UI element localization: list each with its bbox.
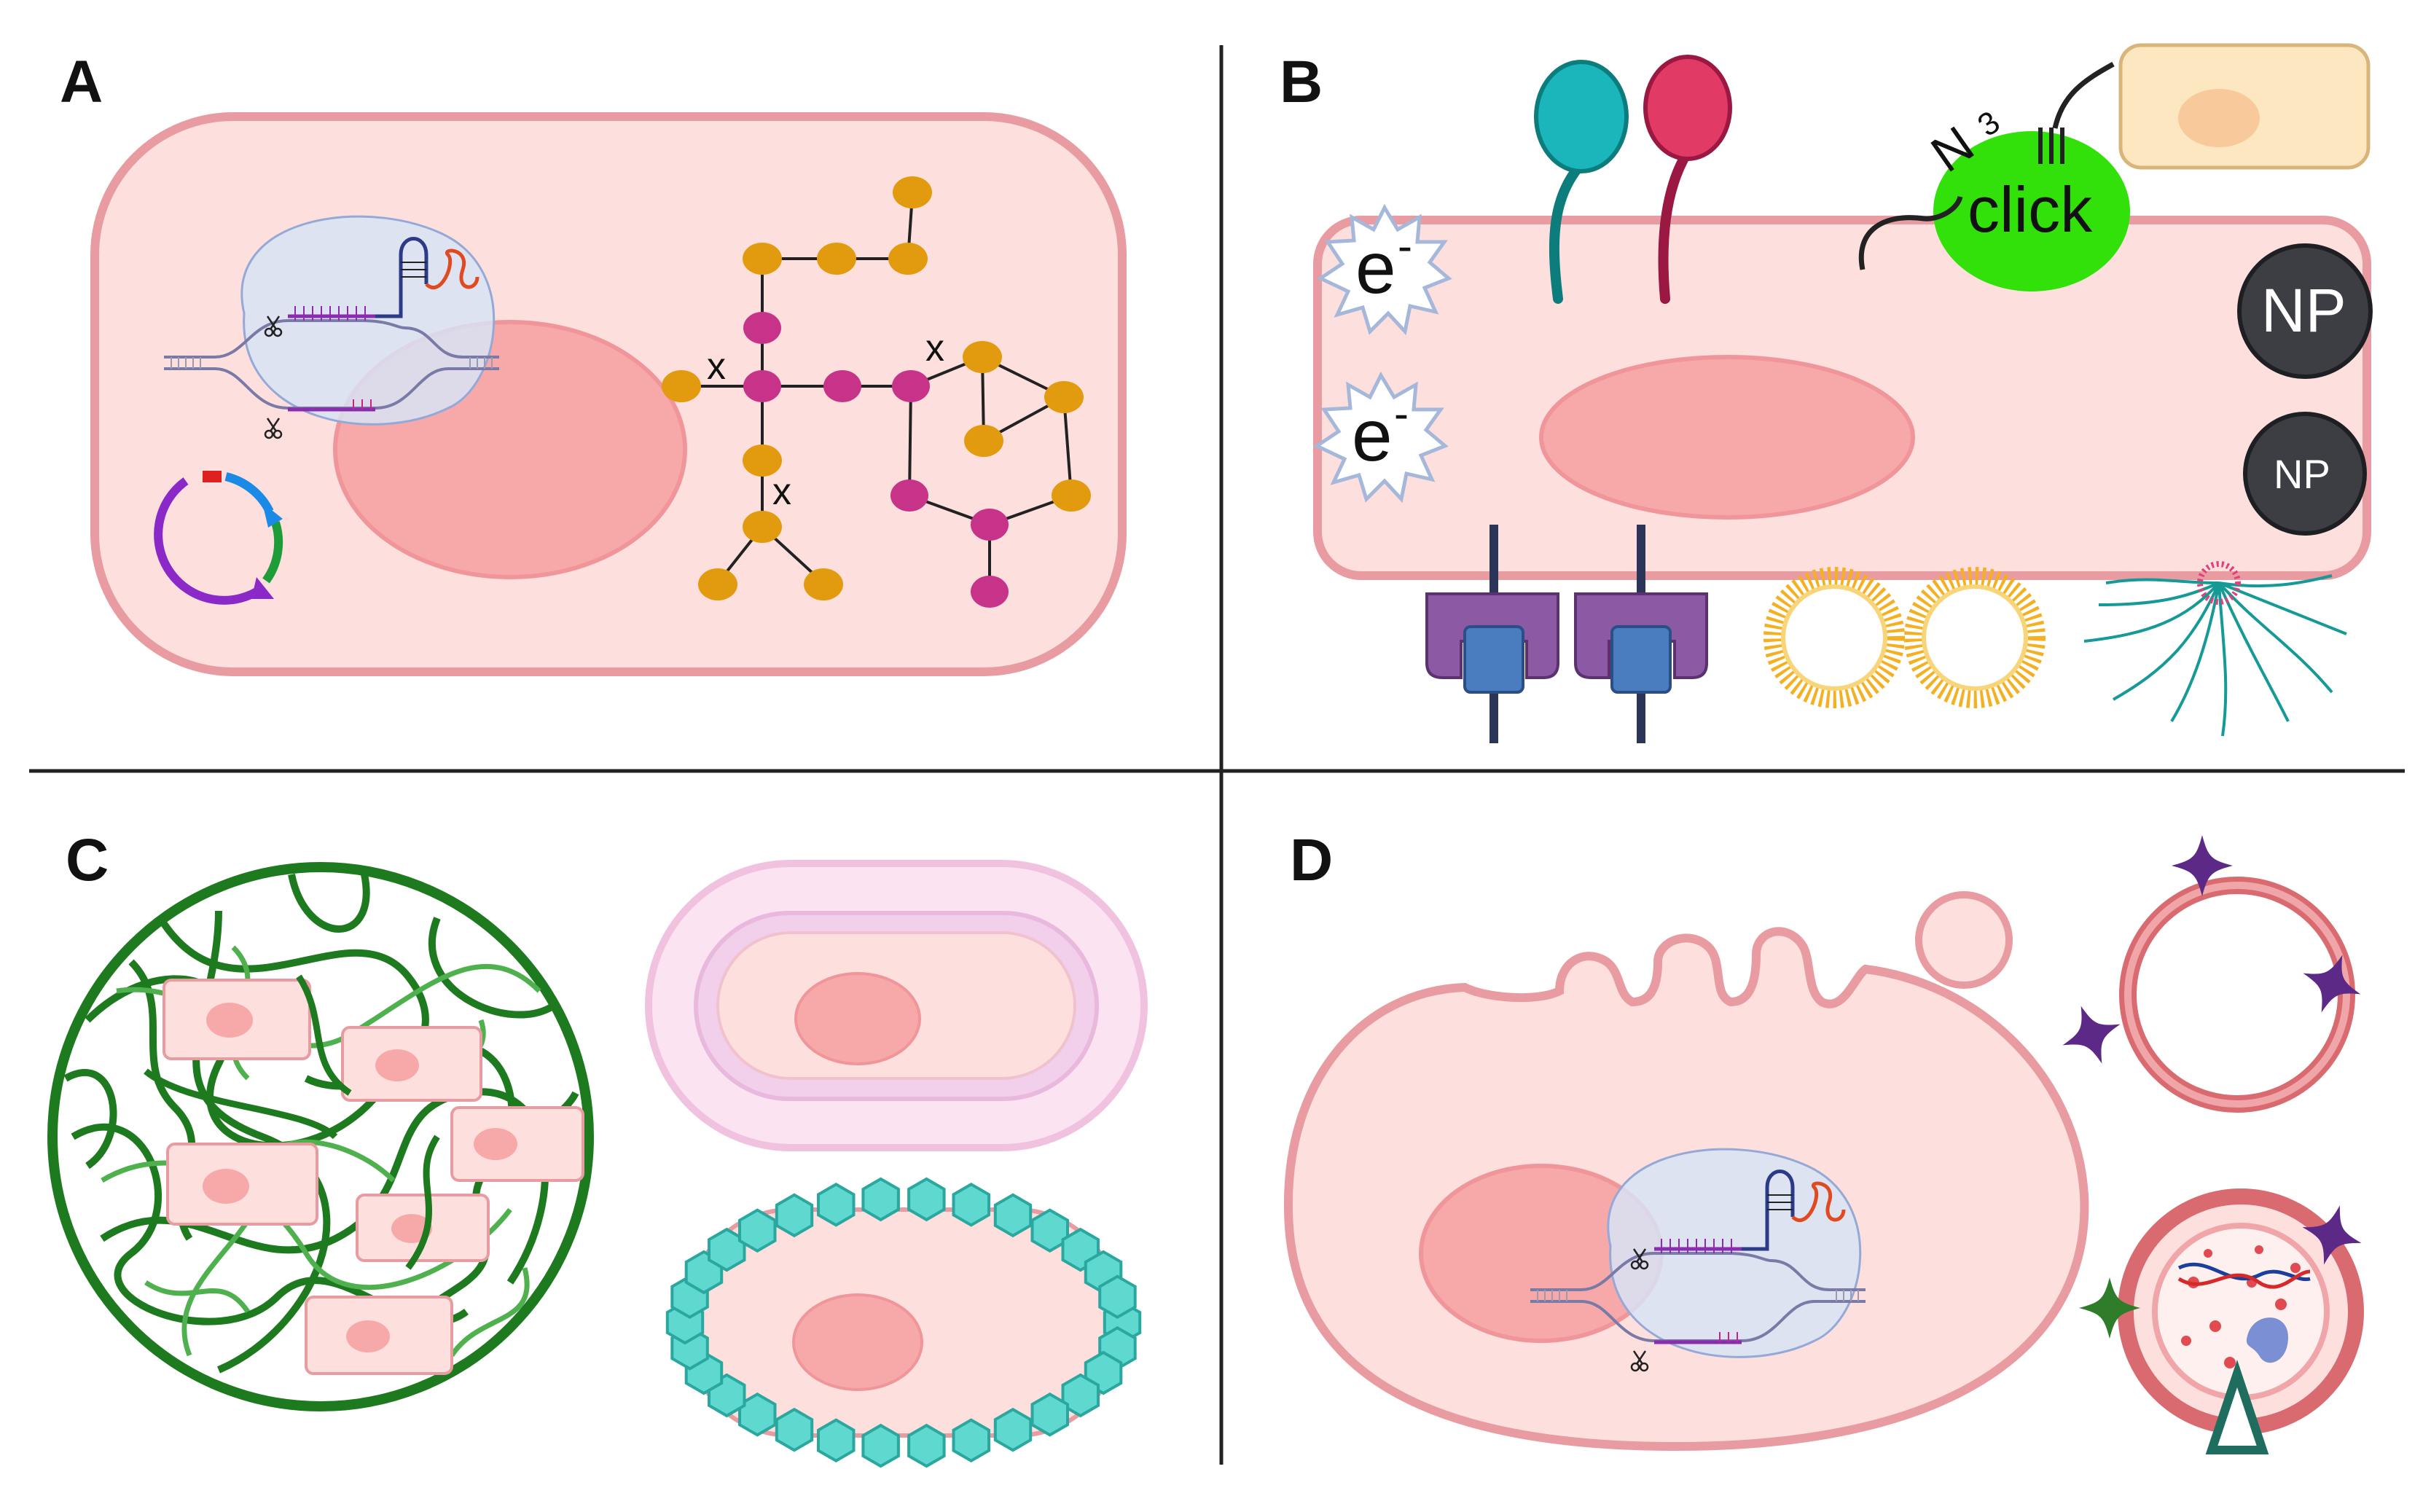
receptor-teal xyxy=(1534,60,1629,304)
electron-label-1: e xyxy=(1355,227,1396,309)
np-small-label: NP xyxy=(2274,451,2330,497)
polymer-label-x1: x xyxy=(707,345,726,388)
electron-sup-2: - xyxy=(1394,389,1409,438)
polymer-structure: x x x xyxy=(662,176,1091,608)
teal-coat-unit xyxy=(1061,1373,1100,1418)
target-cell-nucleus xyxy=(2178,89,2260,147)
click-blob xyxy=(1933,131,2130,291)
nanoparticle-icon xyxy=(2237,243,2373,379)
panel-label-d: D xyxy=(1290,827,1333,893)
teal-coat-unit xyxy=(775,1193,814,1238)
polymer-label-x3: x xyxy=(772,471,791,513)
teal-coat-unit xyxy=(907,1423,946,1468)
nucleus-b xyxy=(1539,355,1915,520)
electron-label-2: e xyxy=(1352,395,1393,477)
panel-label-b: B xyxy=(1280,49,1323,115)
nanoparticle-icon-small xyxy=(2243,412,2367,536)
np-large-label: NP xyxy=(2261,276,2346,345)
plasmid-icon xyxy=(154,471,283,605)
teal-coat-unit xyxy=(952,1182,990,1227)
teal-coat-unit xyxy=(993,1407,1033,1452)
teal-coat-unit xyxy=(993,1193,1033,1238)
receptor-red xyxy=(1643,55,1732,304)
teal-coat-unit xyxy=(1098,1274,1137,1320)
teal-coat-unit xyxy=(861,1423,900,1468)
coated-cell xyxy=(665,1177,1142,1468)
polymer-label-x2: x xyxy=(925,327,944,369)
teal-coat-unit xyxy=(1030,1208,1069,1253)
ion-channel-icon-2 xyxy=(1574,525,1708,743)
encapsulated-cell xyxy=(645,860,1148,1151)
click-linker-left xyxy=(1858,195,1963,270)
electron-icon-2: e - xyxy=(1312,371,1449,504)
liposome-icon xyxy=(1763,567,2046,708)
protein-blob xyxy=(2246,1317,2288,1363)
click-label: click xyxy=(1968,173,2093,246)
electron-icon: e - xyxy=(1316,203,1452,336)
teal-coat-unit xyxy=(775,1407,814,1452)
teal-coat-unit xyxy=(817,1418,856,1463)
panel-c xyxy=(47,860,1148,1468)
teal-coating xyxy=(665,1177,1142,1468)
panel-b: e - e - click N 3 NP xyxy=(1312,43,2373,743)
panel-a: x x x xyxy=(90,112,1127,676)
triangle-marker xyxy=(2205,1360,2269,1454)
ion-channel-icon xyxy=(1425,525,1559,743)
panel-label-a: A xyxy=(60,49,103,115)
click-linker-right xyxy=(2052,61,2115,129)
panel-label-c: C xyxy=(66,827,109,893)
panel-d xyxy=(1283,835,2371,1454)
small-vesicle xyxy=(1915,891,2013,989)
micelle-icon xyxy=(2083,561,2347,737)
star-ligand-icon-3 xyxy=(2052,995,2131,1074)
hydrogel-network xyxy=(47,862,594,1411)
teal-coat-unit xyxy=(861,1177,900,1222)
teal-coat-unit xyxy=(952,1418,990,1463)
electron-sup-1: - xyxy=(1398,222,1412,270)
exosome-loaded xyxy=(2079,1188,2370,1454)
teal-coat-unit xyxy=(1030,1392,1069,1437)
teal-coat-unit xyxy=(817,1182,856,1227)
teal-coat-unit xyxy=(738,1208,777,1253)
exosome-top xyxy=(2052,835,2371,1113)
teal-coat-unit xyxy=(907,1177,946,1222)
